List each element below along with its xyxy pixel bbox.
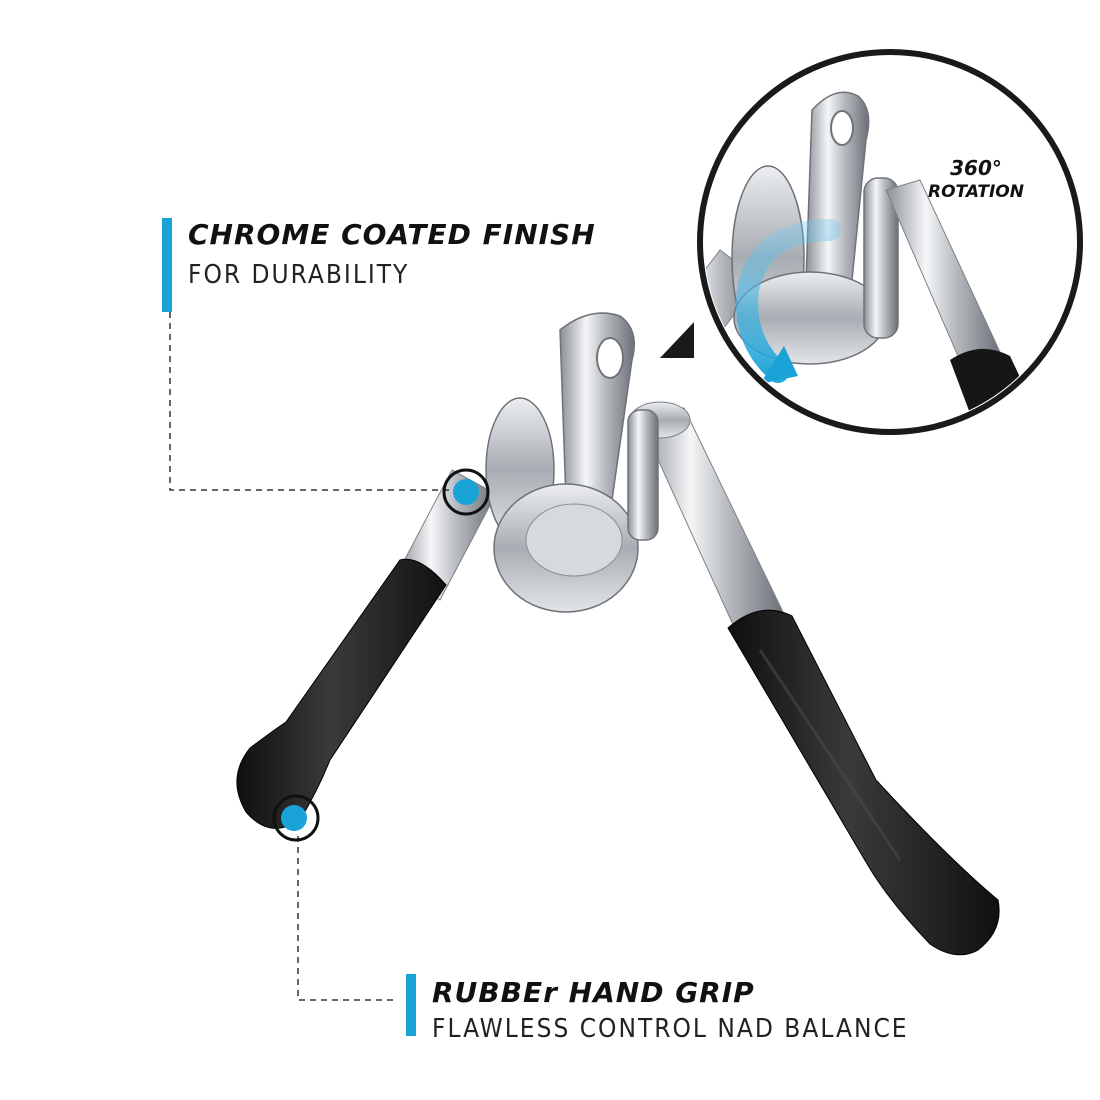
hotspot-marker-chrome[interactable]	[442, 468, 490, 516]
left-rubber-grip	[236, 558, 447, 829]
hotspot-marker-grip[interactable]	[272, 794, 320, 842]
triangle-pointer-icon	[660, 322, 694, 358]
curved-arrow-icon	[736, 219, 841, 384]
callout-title: RUBBEr HAND GRIP	[432, 976, 755, 1009]
leader-line-chrome	[169, 312, 452, 491]
accent-bar	[406, 974, 416, 1036]
callout-title: CHROME COATED FINISH	[188, 218, 596, 251]
rotation-degrees: 360°	[950, 156, 1002, 180]
callout-subtitle: FLAWLESS CONTROL NAD BALANCE	[432, 1014, 909, 1044]
v-handle-main	[236, 312, 1000, 956]
leader-line-grip	[297, 836, 396, 1001]
callout-subtitle: FOR DURABILITY	[188, 260, 410, 290]
right-rubber-grip	[727, 609, 1000, 956]
swivel-assembly	[485, 312, 659, 613]
rotation-text: ROTATION	[928, 182, 1024, 202]
rotation-detail-zoom	[697, 49, 1083, 435]
accent-bar	[162, 218, 172, 312]
rotation-label: 360° ROTATION	[916, 156, 1036, 204]
